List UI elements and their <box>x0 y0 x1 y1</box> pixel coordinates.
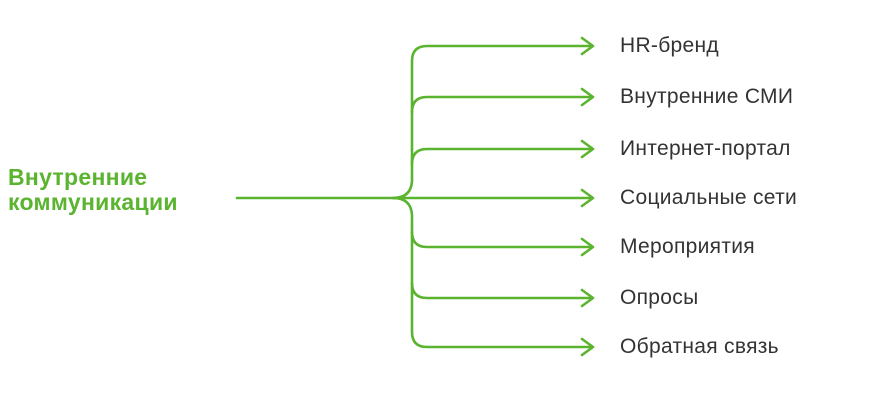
arrow-right-icon <box>580 288 595 308</box>
branch-label-feedback: Обратная связь <box>620 335 779 358</box>
branch-label-hr-brand: HR-бренд <box>620 34 719 57</box>
arrow-right-icon <box>580 139 595 159</box>
connector-trunk-up-row1 <box>391 44 594 200</box>
arrow-right-icon <box>580 337 595 357</box>
branch-label-social-networks: Социальные сети <box>620 186 798 209</box>
connector-trunk-down-row7 <box>391 196 594 349</box>
branch-label-surveys: Опросы <box>620 286 699 309</box>
connector-branch-row2 <box>410 95 594 114</box>
arrow-right-icon <box>580 237 595 257</box>
root-node-label: Внутренние коммуникации <box>8 164 178 215</box>
connector-branch-row6 <box>410 281 594 300</box>
connector-branch-row3 <box>410 147 594 166</box>
branch-label-internal-media: Внутренние СМИ <box>620 85 794 108</box>
branch-label-internet-portal: Интернет-портал <box>620 137 791 160</box>
arrow-right-icon <box>580 188 595 208</box>
connector-branch-row5 <box>410 230 594 249</box>
arrow-right-icon <box>580 36 595 56</box>
branch-label-events: Мероприятия <box>620 235 755 258</box>
connector-group <box>235 36 595 357</box>
arrow-right-icon <box>580 87 595 107</box>
